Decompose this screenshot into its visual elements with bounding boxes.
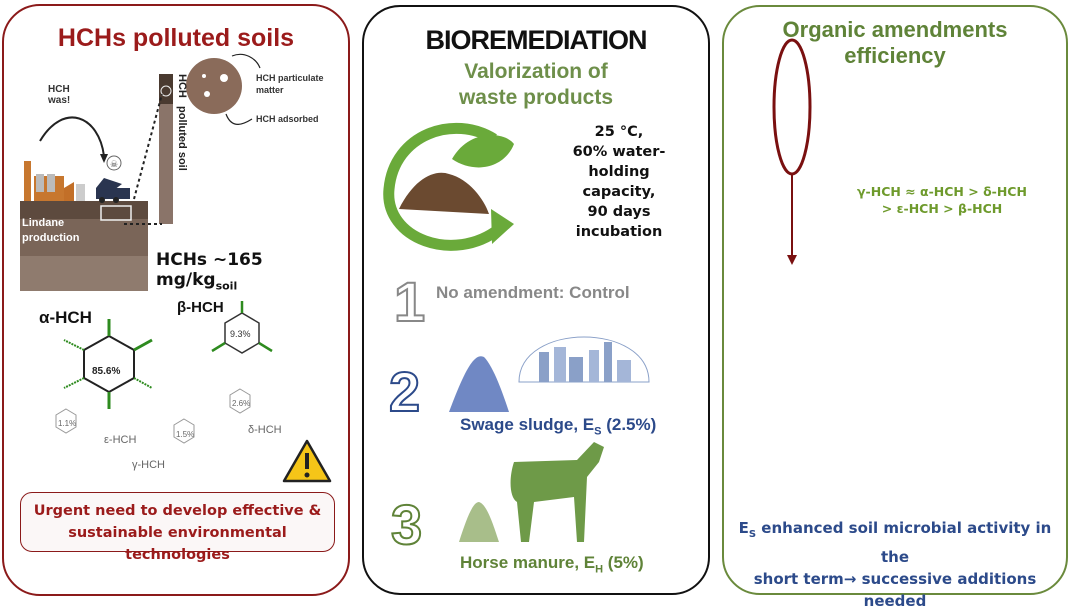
hch-column-label: HCH xyxy=(176,74,188,98)
beta-hch-molecule xyxy=(211,301,273,354)
isomer-structures xyxy=(55,301,332,483)
delta-hch-molecule xyxy=(229,388,251,414)
option-label-horse: Horse manure, EH (5%) xyxy=(460,553,644,576)
horse-manure-icon xyxy=(459,442,604,542)
beta-hch-percent: 9.3% xyxy=(230,329,251,339)
alpha-hch-molecule xyxy=(63,319,153,409)
option-number-1: 1 xyxy=(393,269,426,334)
efficiency-title: Organic amendments efficiency xyxy=(782,17,1008,68)
gamma-hch-molecule xyxy=(173,418,195,444)
efficiency-panel: Organic amendments efficiency γ-HCH ≈ α-… xyxy=(722,5,1068,610)
highlight-ellipse xyxy=(772,38,812,176)
recycle-soil-icon xyxy=(383,122,514,251)
soil-column xyxy=(159,74,173,224)
note-sewage-sludge: ES enhanced soil microbial activity in t… xyxy=(738,519,1052,610)
urgent-need-box: Urgent need to develop effective & susta… xyxy=(20,492,335,563)
ranking-text: γ-HCH ≈ α-HCH > δ-HCH > ε-HCH > β-HCH xyxy=(857,184,1027,216)
leaf-icon xyxy=(452,134,514,168)
truck-icon xyxy=(96,178,130,203)
polluted-soils-title: HCHs polluted soils xyxy=(57,24,295,52)
bioremediation-panel: BIOREMEDIATION Valorization of waste pro… xyxy=(362,5,710,595)
delta-hch-percent: 2.6% xyxy=(232,399,251,408)
svg-text:☠: ☠ xyxy=(110,159,118,169)
alpha-hch-label: α-HCH xyxy=(39,308,92,327)
sludge-pile-icon xyxy=(449,356,509,412)
pollution-illustration: ☠ xyxy=(20,53,261,291)
option-number-2: 2 xyxy=(388,359,421,424)
urgent-line-2: sustainable environmental technologies xyxy=(68,525,287,563)
efficiency-charts xyxy=(772,38,812,265)
factory-icon xyxy=(24,161,85,201)
horse-icon xyxy=(510,442,604,542)
urgent-line-1: Urgent need to develop effective & xyxy=(33,503,322,519)
particulate-label: HCH particulate matter xyxy=(256,73,324,95)
polluted-soils-panel: HCHs polluted soils ☠ xyxy=(2,4,350,596)
sludge-city-icon xyxy=(449,336,650,412)
soil-particle-icon xyxy=(186,58,242,114)
alpha-hch-percent: 85.6% xyxy=(92,366,121,377)
epsilon-hch-label: ε-HCH xyxy=(104,434,137,446)
warning-triangle-icon xyxy=(282,439,332,483)
delta-hch-label: δ-HCH xyxy=(248,424,282,436)
hazard-icon xyxy=(106,155,122,171)
bioremediation-title: BIOREMEDIATION xyxy=(425,25,648,55)
incubation-conditions: 25 °C, 60% water-holding capacity, 90 da… xyxy=(572,124,666,240)
concentration-label: HCHs ~165 mg/kgsoil xyxy=(156,250,263,293)
lindane-label: Lindane production xyxy=(22,217,80,244)
epsilon-hch-molecule xyxy=(55,408,77,434)
option-label-control: No amendment: Control xyxy=(436,283,630,302)
manure-pile-icon xyxy=(459,502,499,542)
option-label-sludge: Swage sludge, ES (2.5%) xyxy=(460,415,657,438)
beta-hch-label: β-HCH xyxy=(177,299,224,316)
gamma-hch-label: γ-HCH xyxy=(132,459,165,471)
adsorbed-label: HCH adsorbed xyxy=(256,114,319,124)
curved-arrow-icon xyxy=(39,116,105,157)
polluted-soil-label: polluted soil xyxy=(176,106,188,171)
bioremediation-subtitle: Valorization of waste products xyxy=(458,60,614,109)
soil-pile-icon xyxy=(399,172,489,214)
option-number-3: 3 xyxy=(390,492,423,557)
epsilon-hch-percent: 1.1% xyxy=(58,419,77,428)
gamma-hch-percent: 1.5% xyxy=(176,430,195,439)
arrow-head-icon xyxy=(787,255,797,265)
